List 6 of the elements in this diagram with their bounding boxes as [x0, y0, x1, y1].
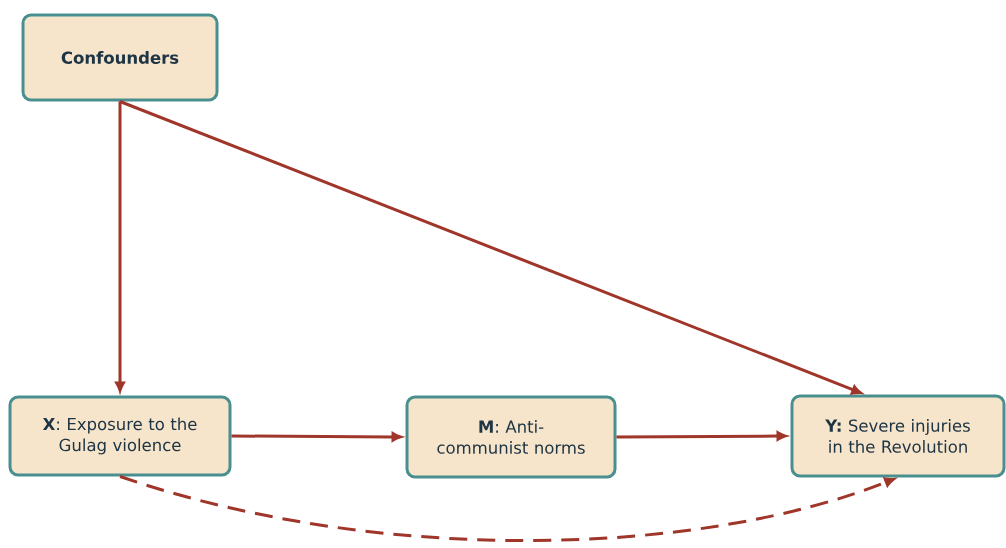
node-box: M: Anti-communist norms — [405, 395, 617, 479]
arrow — [119, 475, 895, 543]
node-box: X: Exposure to the Gulag violence — [8, 395, 232, 477]
node-box: Y: Severe injuries in the Revolution — [790, 394, 1006, 478]
arrow — [119, 100, 862, 395]
node-box: Confounders — [21, 13, 219, 102]
